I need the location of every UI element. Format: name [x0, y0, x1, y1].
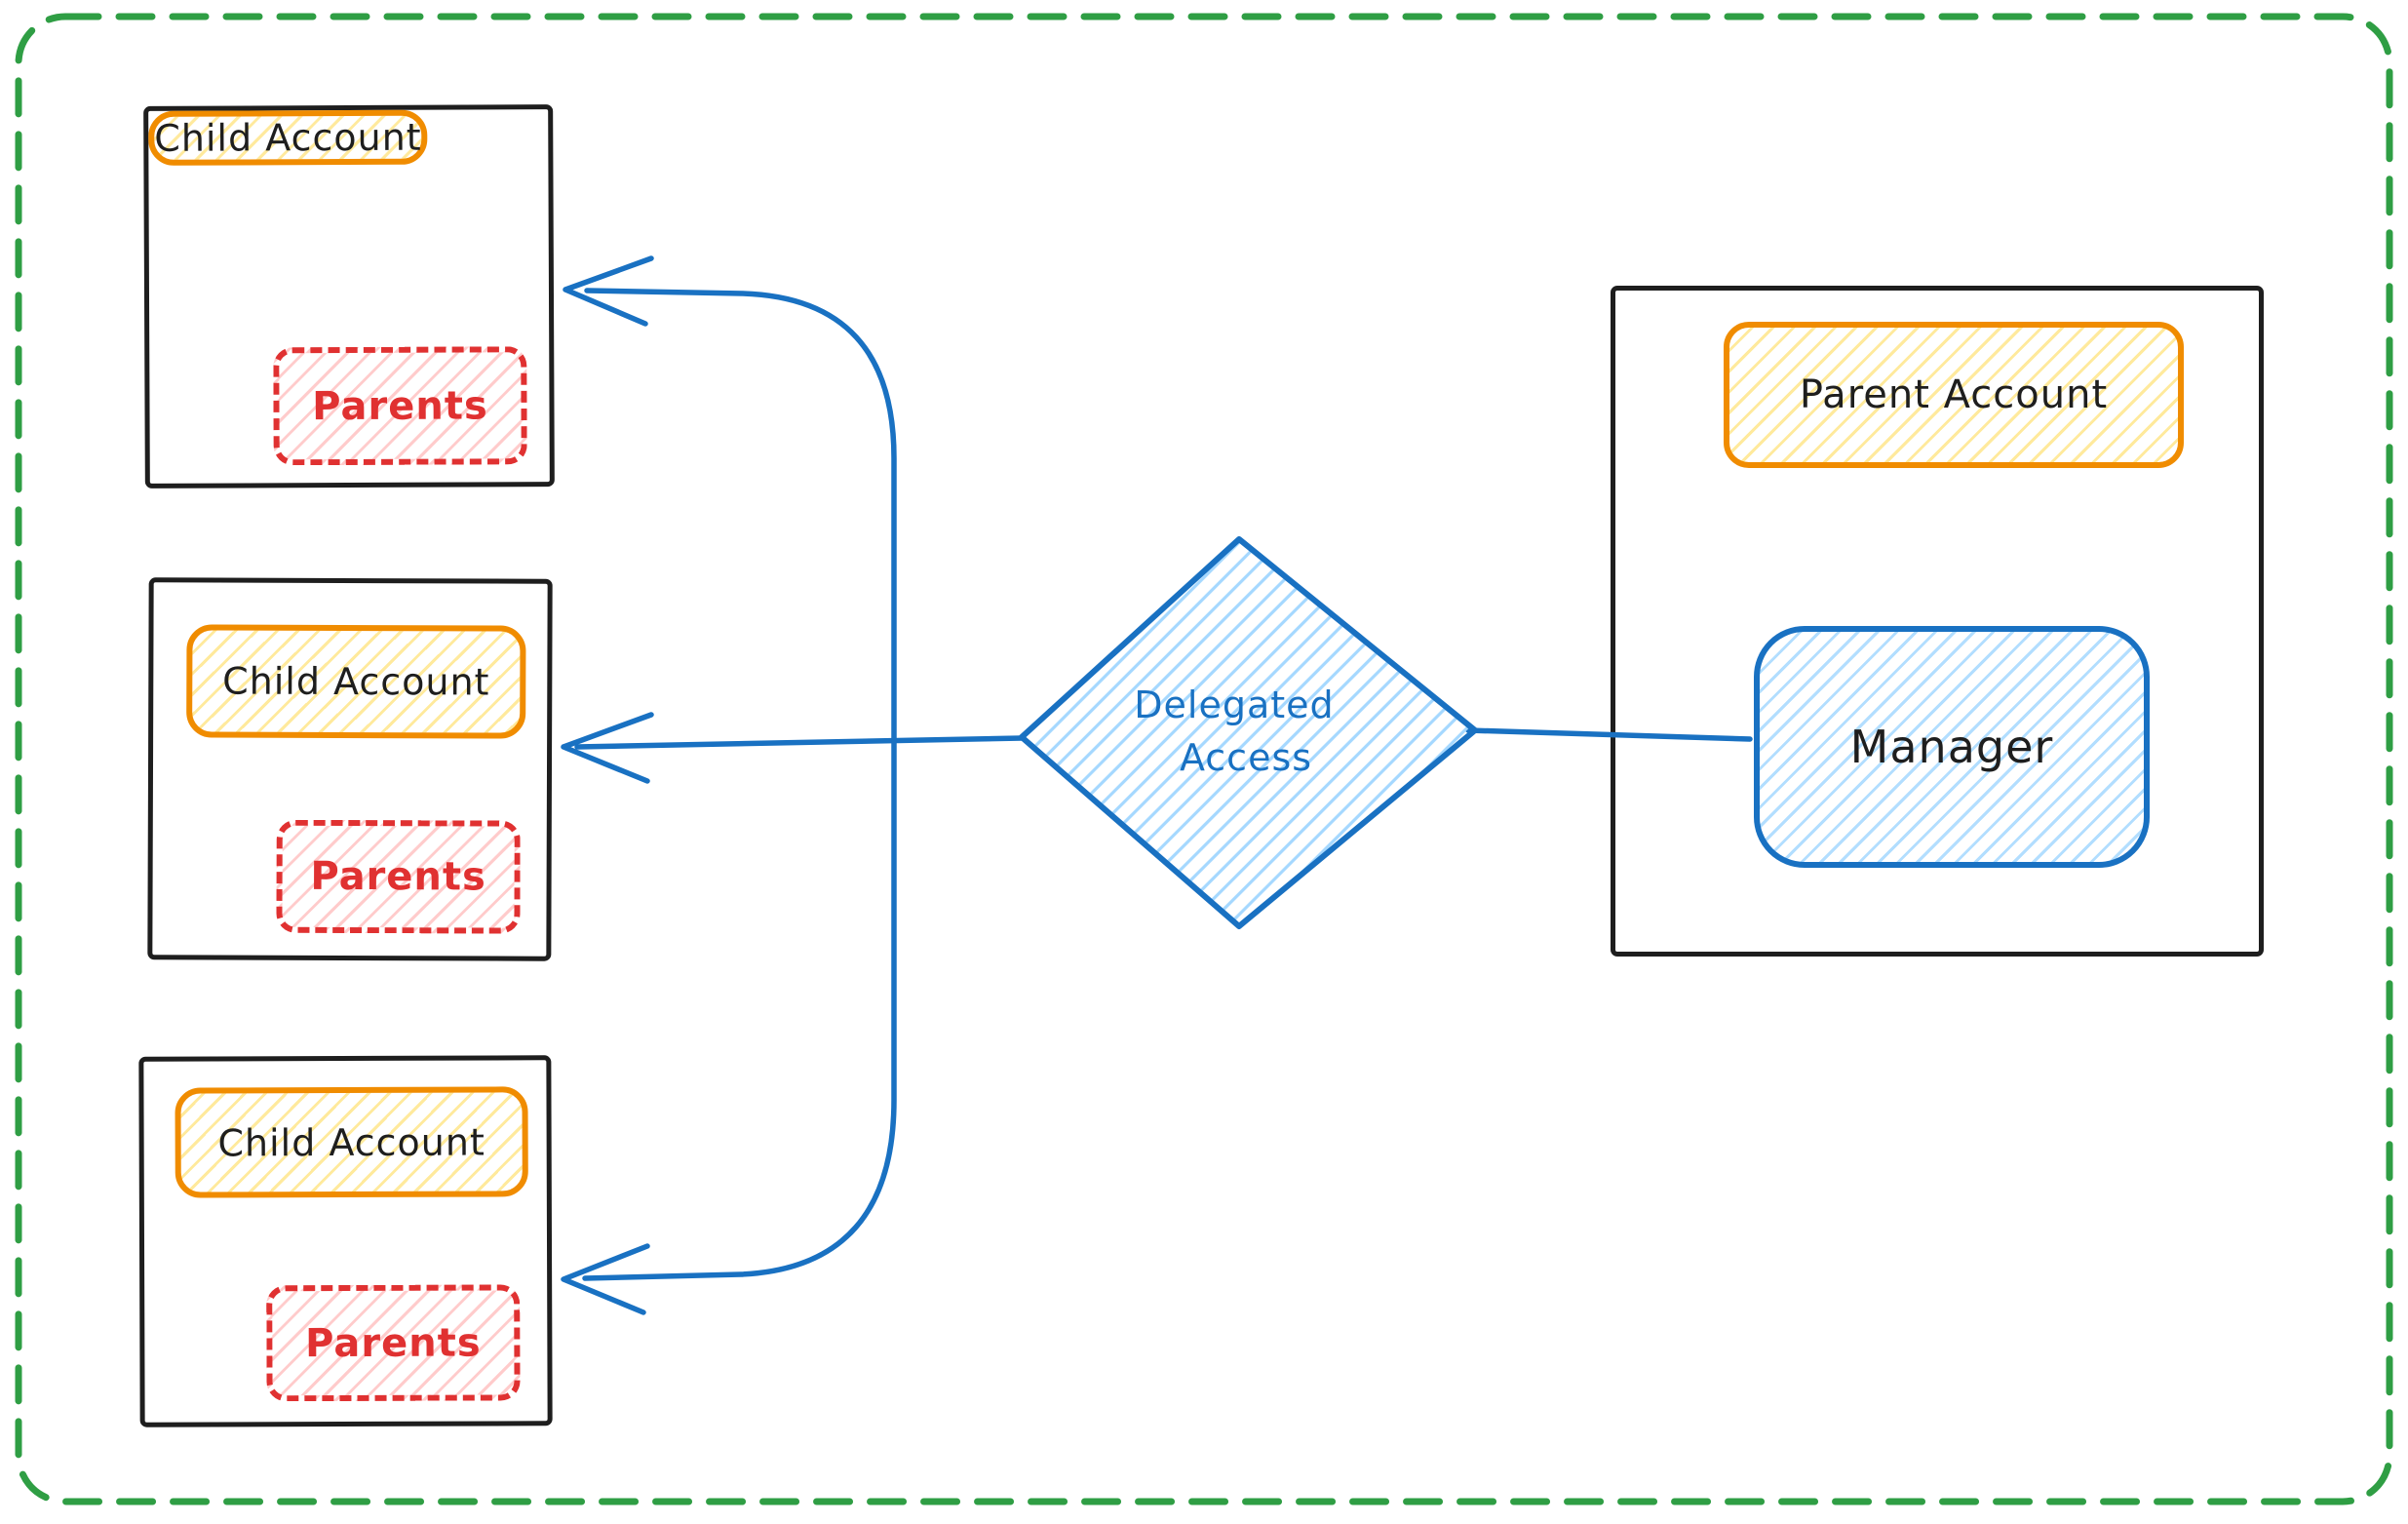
child-account-box-2[interactable]: Child Account Parents [147, 577, 553, 961]
parents-text-2: Parents [310, 853, 486, 900]
arrow-to-child-2[interactable] [561, 712, 1025, 784]
child-account-box-1[interactable]: Child Account Parents [143, 104, 555, 488]
parents-text-3: Parents [305, 1320, 482, 1366]
child-account-title-3: Child Account [217, 1119, 485, 1164]
child-account-label-1[interactable]: Child Account [148, 109, 428, 166]
child-account-box-3[interactable]: Child Account Parents [138, 1055, 553, 1427]
parent-account-box[interactable]: Parent Account Manager [1611, 286, 2264, 957]
arrow-to-child-3[interactable] [561, 739, 897, 1315]
delegated-access-diamond[interactable]: Delegated Access [1019, 536, 1478, 929]
child-account-label-3[interactable]: Child Account [175, 1086, 528, 1198]
parents-label-1[interactable]: Parents [273, 346, 527, 466]
parents-label-2[interactable]: Parents [276, 819, 521, 934]
manager-text: Manager [1849, 721, 2054, 773]
child-account-label-2[interactable]: Child Account [186, 624, 526, 739]
diamond-label-line2: Access [1180, 736, 1312, 779]
diamond-label-line1: Delegated [1134, 684, 1334, 726]
manager-box[interactable]: Manager [1754, 626, 2150, 868]
parents-label-3[interactable]: Parents [266, 1284, 521, 1402]
parent-account-label[interactable]: Parent Account [1724, 322, 2184, 468]
child-account-title-1: Child Account [154, 115, 422, 160]
arrow-to-child-1[interactable] [563, 255, 897, 745]
parents-text-1: Parents [312, 382, 488, 429]
child-account-title-2: Child Account [222, 659, 490, 704]
parent-account-title: Parent Account [1799, 372, 2109, 417]
